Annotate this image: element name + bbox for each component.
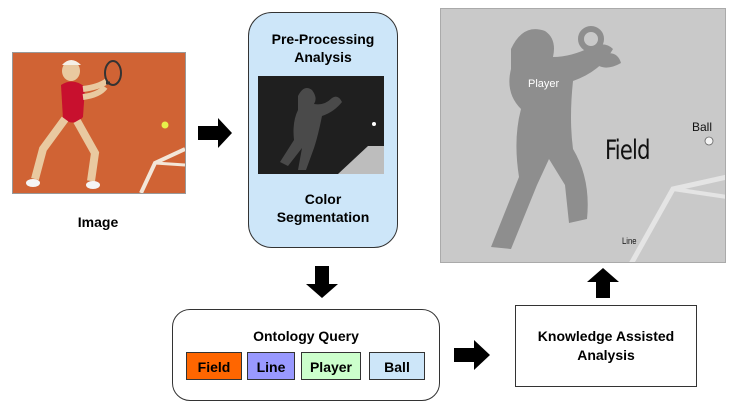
input-image [12, 52, 186, 194]
knowledge-analysis-box [515, 305, 697, 387]
concept-ball: Ball [369, 352, 425, 380]
result-label-ball: Ball [692, 120, 713, 134]
preprocessing-title-line2: Analysis [294, 49, 352, 65]
segmentation-image [258, 76, 384, 174]
segmentation-label-line2: Segmentation [276, 209, 370, 225]
concept-field: Field [186, 352, 242, 380]
concept-player: Player [301, 352, 361, 380]
result-label-player: Player [528, 78, 560, 90]
knowledge-analysis-label: Knowledge Assisted Analysis [515, 327, 697, 365]
preprocessing-title: Pre-Processing Analysis [248, 30, 398, 66]
result-label-field: Field [605, 135, 651, 166]
arrow-right-1 [198, 118, 232, 148]
tennis-photo [13, 53, 185, 193]
ontology-query-title: Ontology Query [253, 328, 359, 344]
image-label: Image [77, 214, 119, 230]
segmentation-mask [258, 76, 384, 174]
arrow-up [587, 268, 619, 298]
knowledge-analysis-line2: Analysis [577, 347, 635, 363]
preprocessing-title-line1: Pre-Processing [271, 31, 375, 47]
arrow-down [306, 266, 338, 298]
result-label-line: Line [622, 236, 637, 246]
arrow-right-2 [454, 340, 490, 370]
knowledge-analysis-line1: Knowledge Assisted [537, 328, 675, 344]
labeled-segmentation [441, 9, 725, 262]
segmentation-label: Color Segmentation [248, 190, 398, 226]
concept-line: Line [247, 352, 295, 380]
labeled-result-image [440, 8, 726, 263]
segmentation-label-line1: Color [304, 191, 342, 207]
